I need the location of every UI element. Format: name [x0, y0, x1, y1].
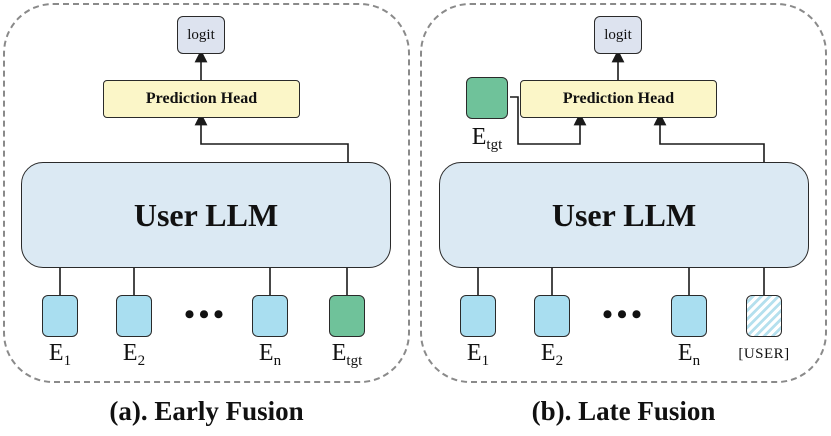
token-e1-label: E1	[48, 340, 72, 369]
early-fusion-caption: (a). Early Fusion	[109, 396, 304, 426]
logit-box: logit	[594, 16, 642, 54]
late-llm-to-head-arrow	[653, 112, 765, 162]
late-fusion-caption: (b). Late Fusion	[531, 396, 716, 426]
user-llm-block: User LLM	[21, 162, 391, 268]
token-e2-label: E2	[122, 340, 146, 369]
token-en-label: En	[258, 340, 282, 369]
llm-to-head-arrow	[194, 112, 349, 162]
token-e1	[460, 295, 496, 337]
user-token	[746, 295, 782, 337]
etgt-to-head-arrow	[510, 96, 587, 145]
user-token-label: [USER]	[738, 346, 790, 362]
token-en	[252, 295, 288, 337]
token-etgt	[329, 295, 365, 337]
prediction-head: Prediction Head	[103, 80, 300, 118]
user-llm-block: User LLM	[439, 162, 809, 268]
ellipsis: •••	[602, 298, 646, 331]
prediction-head: Prediction Head	[520, 80, 717, 118]
late-fusion-panel	[420, 3, 827, 383]
token-e1	[42, 295, 78, 337]
logit-box: logit	[177, 16, 225, 54]
token-etgt-label: Etgt	[331, 340, 363, 369]
early-fusion-panel	[3, 3, 410, 383]
token-en-label: En	[677, 340, 701, 369]
target-embedding-label: Etgt	[471, 124, 503, 153]
token-e2	[116, 295, 152, 337]
ellipsis: •••	[184, 298, 228, 331]
token-e2	[534, 295, 570, 337]
token-e1-label: E1	[466, 340, 490, 369]
target-embedding	[466, 77, 508, 119]
token-e2-label: E2	[540, 340, 564, 369]
token-en	[671, 295, 707, 337]
